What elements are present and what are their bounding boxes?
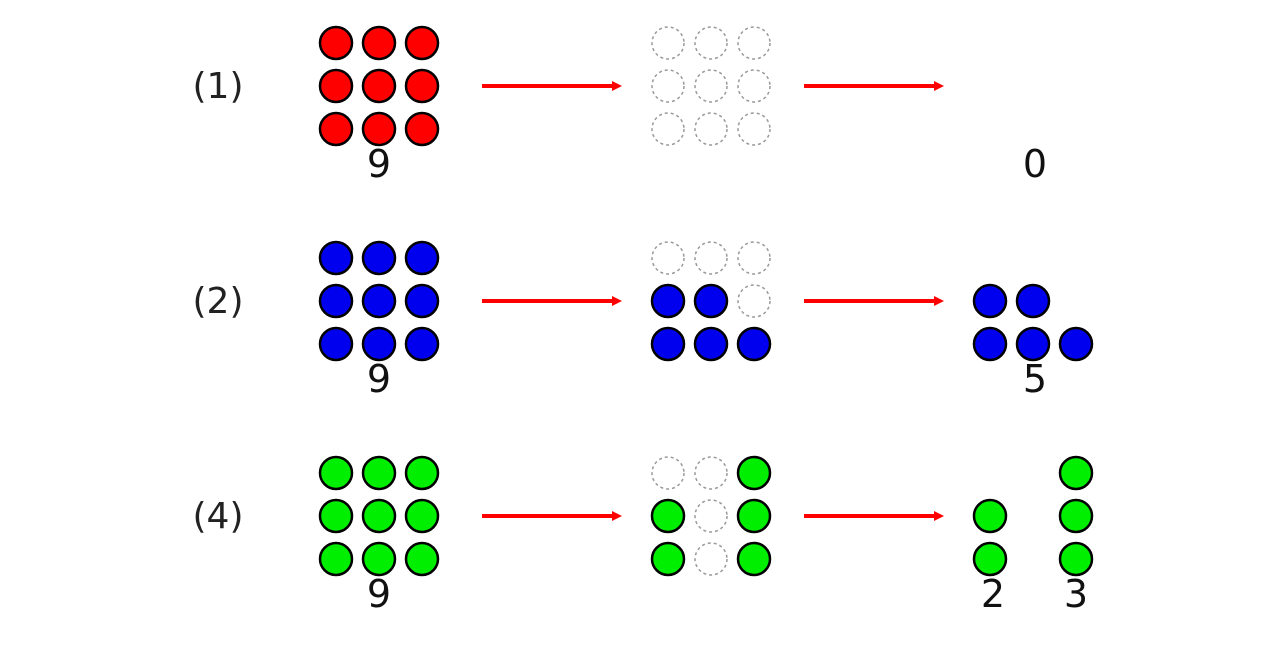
filled-circle [1058, 541, 1094, 577]
filled-circle [404, 240, 440, 276]
filled-circle [361, 455, 397, 491]
filled-circle [318, 498, 354, 534]
filled-circle [361, 326, 397, 362]
filled-circle [650, 283, 686, 319]
filled-circle [1058, 326, 1094, 362]
filled-circle [972, 498, 1008, 534]
stage-group: 0 [1023, 142, 1047, 186]
count-label: 5 [1023, 357, 1047, 401]
empty-circle [651, 241, 685, 275]
empty-circle [694, 112, 728, 146]
row-label: (1) [193, 66, 244, 107]
filled-circle [736, 541, 772, 577]
filled-circle [736, 326, 772, 362]
stage-group: 5 [972, 283, 1094, 401]
stage-group [650, 241, 772, 362]
filled-circle [1058, 455, 1094, 491]
filled-circle [361, 541, 397, 577]
diagram-row: (1) 9 0 [193, 25, 1047, 186]
stage-group: 9 [318, 455, 440, 616]
filled-circle [318, 283, 354, 319]
filled-circle [1015, 326, 1051, 362]
empty-circle [737, 241, 771, 275]
empty-circle [694, 456, 728, 490]
empty-circle [694, 26, 728, 60]
filled-circle [404, 111, 440, 147]
stage-group: 9 [318, 240, 440, 401]
empty-circle [651, 112, 685, 146]
filled-circle [361, 25, 397, 61]
count-label: 9 [367, 142, 391, 186]
filled-circle [693, 326, 729, 362]
filled-circle [1015, 283, 1051, 319]
filled-circle [404, 455, 440, 491]
filled-circle [972, 541, 1008, 577]
filled-circle [650, 498, 686, 534]
filled-circle [361, 240, 397, 276]
diagram-row: (2) 9 5 [193, 240, 1094, 401]
empty-circle [651, 456, 685, 490]
filled-circle [318, 455, 354, 491]
filled-circle [972, 283, 1008, 319]
filled-circle [318, 25, 354, 61]
filled-circle [318, 111, 354, 147]
filled-circle [736, 498, 772, 534]
stage-group [651, 26, 771, 146]
empty-circle [694, 542, 728, 576]
filled-circle [404, 25, 440, 61]
filled-circle [693, 283, 729, 319]
filled-circle [318, 240, 354, 276]
row-label: (2) [193, 281, 244, 322]
filled-circle [1058, 498, 1094, 534]
empty-circle [651, 69, 685, 103]
filled-circle [736, 455, 772, 491]
empty-circle [694, 241, 728, 275]
filled-circle [404, 283, 440, 319]
count-label: 9 [367, 357, 391, 401]
stage-group [650, 455, 772, 577]
empty-circle [737, 69, 771, 103]
count-label: 3 [1064, 572, 1088, 616]
filled-circle [404, 326, 440, 362]
filled-circle [361, 498, 397, 534]
empty-circle [694, 69, 728, 103]
filled-circle [404, 68, 440, 104]
count-label: 9 [367, 572, 391, 616]
filled-circle [972, 326, 1008, 362]
row-label: (4) [193, 496, 244, 537]
stage-group: 9 [318, 25, 440, 186]
filled-circle [361, 68, 397, 104]
empty-circle [737, 26, 771, 60]
empty-circle [737, 112, 771, 146]
empty-circle [737, 284, 771, 318]
filled-circle [650, 541, 686, 577]
filled-circle [404, 541, 440, 577]
empty-circle [694, 499, 728, 533]
filled-circle [361, 283, 397, 319]
empty-circle [651, 26, 685, 60]
filled-circle [318, 541, 354, 577]
filled-circle [318, 326, 354, 362]
count-label: 2 [981, 572, 1005, 616]
count-label: 0 [1023, 142, 1047, 186]
filled-circle [318, 68, 354, 104]
filled-circle [361, 111, 397, 147]
filled-circle [404, 498, 440, 534]
filled-circle [650, 326, 686, 362]
